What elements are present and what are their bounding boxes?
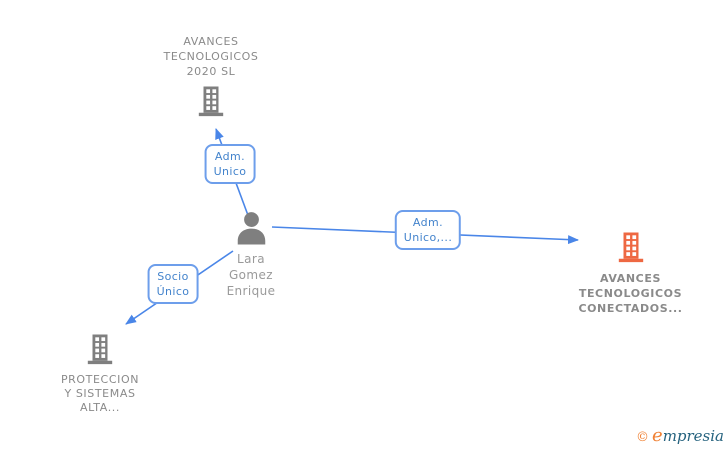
building-icon bbox=[85, 333, 115, 366]
company-name-avances-tecnologicos-conectados: AVANCES TECNOLOGICOS CONECTADOS... bbox=[578, 271, 682, 316]
company-name-line: ALTA... bbox=[79, 401, 120, 414]
person-node-lara-gomez-enrique[interactable]: Lara Gomez Enrique bbox=[201, 211, 301, 299]
person-name-line: Gomez bbox=[228, 268, 273, 282]
company-name-line: PROTECCION bbox=[60, 373, 140, 386]
empresia-watermark[interactable]: ©empresia bbox=[636, 427, 724, 447]
relation-label-adm-unico-top: Adm. Unico bbox=[204, 144, 256, 184]
relation-label-line: Adm. bbox=[214, 150, 246, 163]
person-icon bbox=[233, 211, 270, 248]
building-icon-highlighted bbox=[616, 231, 646, 264]
company-name-line: AVANCES bbox=[600, 272, 661, 285]
company-node-avances-tecnologicos-conectados[interactable]: AVANCES TECNOLOGICOS CONECTADOS... bbox=[553, 231, 708, 316]
relation-label-socio-unico: Socio Único bbox=[147, 264, 199, 304]
relation-label-line: Socio bbox=[157, 270, 189, 283]
building-icon bbox=[196, 85, 226, 118]
company-name-line: Y SISTEMAS bbox=[64, 387, 136, 400]
company-node-avances-2020[interactable]: AVANCES TECNOLOGICOS 2020 SL bbox=[131, 34, 291, 118]
company-name-line: CONECTADOS... bbox=[578, 302, 683, 315]
company-name-proteccion-y-sistemas: PROTECCION Y SISTEMAS ALTA... bbox=[61, 373, 139, 415]
empresia-logo-text: mpresia bbox=[662, 427, 724, 445]
company-node-proteccion-y-sistemas[interactable]: PROTECCION Y SISTEMAS ALTA... bbox=[28, 333, 172, 415]
relation-label-line: Adm. bbox=[412, 216, 444, 229]
company-name-avances-2020: AVANCES TECNOLOGICOS 2020 SL bbox=[164, 34, 259, 79]
relation-label-line: Único bbox=[156, 285, 190, 298]
empresia-logo-e: e bbox=[652, 425, 663, 446]
company-name-line: 2020 SL bbox=[186, 65, 236, 78]
company-name-line: TECNOLOGICOS bbox=[163, 50, 259, 63]
person-name-line: Enrique bbox=[226, 284, 276, 298]
relation-label-line: Unico,... bbox=[403, 231, 453, 244]
company-name-line: TECNOLOGICOS bbox=[578, 287, 683, 300]
relation-label-line: Unico bbox=[213, 165, 247, 178]
company-name-line: AVANCES bbox=[183, 35, 239, 48]
person-name-line: Lara bbox=[237, 252, 265, 266]
copyright-icon: © bbox=[636, 430, 650, 445]
relation-label-adm-unico-right: Adm. Unico,... bbox=[394, 210, 462, 250]
person-name: Lara Gomez Enrique bbox=[227, 251, 276, 299]
